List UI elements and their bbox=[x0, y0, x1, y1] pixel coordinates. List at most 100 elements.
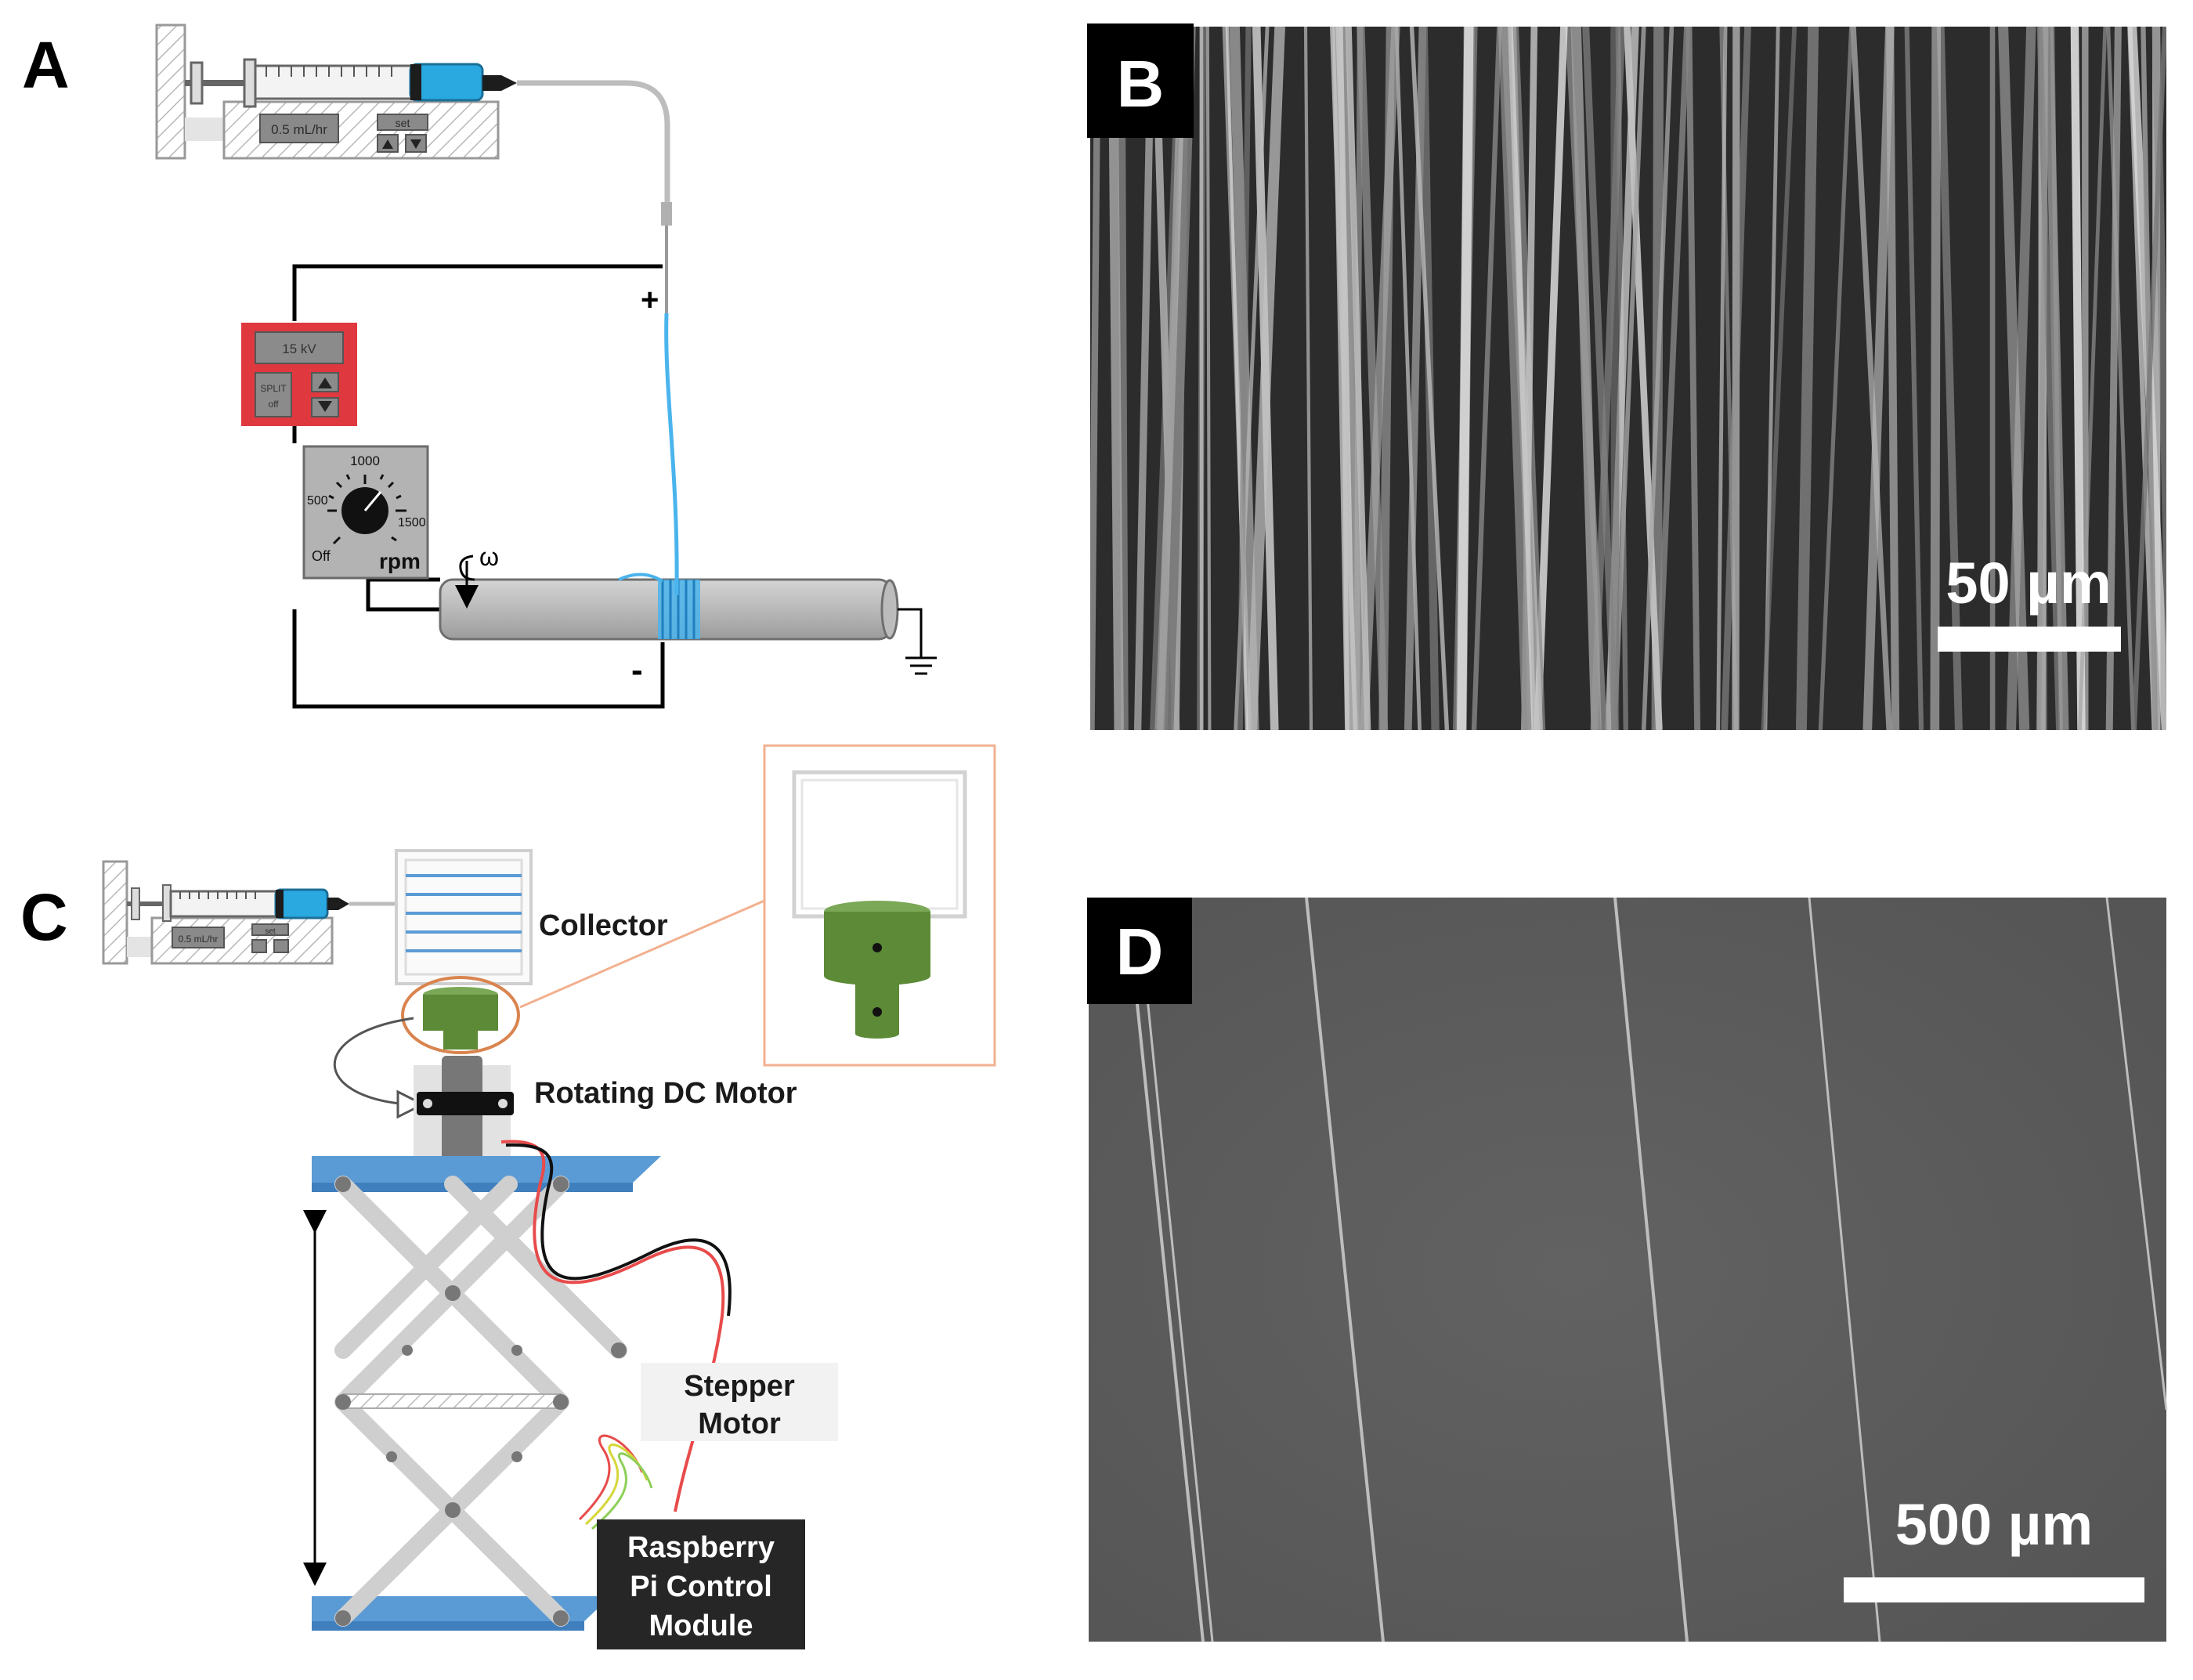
sparse-fibers bbox=[1125, 897, 2168, 1642]
raspberry-pi-box bbox=[597, 1519, 805, 1649]
fiber-strand bbox=[1409, 27, 1450, 730]
pump-button-c: set bbox=[265, 927, 276, 936]
fiber-strand bbox=[1886, 27, 1900, 730]
speed-dial-icon: 1000 500 1500 Off rpm bbox=[302, 445, 429, 580]
panel-b-scale-bar bbox=[1938, 627, 2121, 652]
fiber-strand bbox=[1685, 27, 1701, 730]
fiber-strand bbox=[2105, 27, 2122, 730]
fiber-strand bbox=[1862, 27, 1895, 730]
scissor-lift-icon bbox=[303, 1156, 661, 1631]
fiber-strand bbox=[1471, 27, 1502, 730]
dc-motor-label: Rotating DC Motor bbox=[534, 1077, 797, 1110]
panel-a-letter: A bbox=[22, 28, 70, 102]
fiber-strand bbox=[1237, 27, 1252, 730]
collector-frame bbox=[395, 849, 533, 985]
rotation-arrow-icon: ω bbox=[455, 543, 499, 609]
hv-button-1: SPLIT bbox=[260, 383, 287, 394]
rotating-drum-collector bbox=[439, 573, 899, 641]
collector-label: Collector bbox=[539, 909, 668, 942]
fiber-strand bbox=[2070, 27, 2086, 730]
fiber-strand bbox=[1808, 897, 1881, 1642]
fiber-strand bbox=[1761, 27, 1797, 730]
fiber-strand bbox=[2078, 27, 2108, 730]
fiber-strand bbox=[1570, 27, 1602, 730]
panel-b-scale-label: 50 µm bbox=[1946, 551, 2111, 616]
fiber-strand bbox=[1303, 27, 1313, 730]
fiber-strand bbox=[1498, 27, 1532, 730]
fiber-strand bbox=[2105, 897, 2168, 1411]
dial-label-off: Off bbox=[312, 548, 331, 564]
fiber-strand bbox=[1613, 897, 1689, 1642]
fiber-strand bbox=[1404, 27, 1427, 730]
omega-label: ω bbox=[479, 543, 499, 571]
panel-d-scale-bar bbox=[1844, 1577, 2144, 1602]
fiber-strand bbox=[1252, 27, 1279, 730]
hv-button-2: off bbox=[268, 399, 279, 410]
fiber-strand bbox=[1345, 27, 1371, 730]
fiber-strand bbox=[1610, 27, 1620, 730]
fiber-strand bbox=[1394, 27, 1422, 730]
fiber-strand bbox=[1125, 897, 1205, 1642]
fiber-strand bbox=[2044, 27, 2069, 730]
panel-a: A 0.5 mL/hr set bbox=[22, 23, 937, 709]
fiber-strand bbox=[1136, 897, 1214, 1642]
stepper-label-1: Stepper bbox=[684, 1370, 795, 1403]
panel-c-letter: C bbox=[20, 880, 68, 954]
fiber-strand bbox=[1818, 27, 1854, 730]
fiber-strand bbox=[1357, 27, 1389, 730]
stepper-motor-box bbox=[641, 1363, 838, 1441]
fiber-strand bbox=[1904, 27, 1924, 730]
panel-b: B 50 µm bbox=[1087, 23, 2166, 730]
fiber-strand bbox=[2127, 27, 2157, 730]
fiber-strand bbox=[1133, 27, 1155, 730]
collector-inset bbox=[763, 744, 996, 1067]
fiber-strand bbox=[1612, 27, 1646, 730]
pump-button: set bbox=[396, 117, 410, 129]
fiber-strand bbox=[1359, 27, 1400, 730]
panel-d-label-box bbox=[1087, 898, 1192, 1004]
dc-motor bbox=[414, 1056, 514, 1161]
fiber-strand bbox=[1624, 27, 1663, 730]
syringe-pump-icon: 0.5 mL/hr set bbox=[102, 860, 349, 965]
fiber-strand bbox=[2036, 27, 2049, 730]
fiber-strand bbox=[1930, 27, 1942, 730]
hv-display: 15 kV bbox=[282, 341, 316, 356]
fiber-strand bbox=[1936, 27, 1963, 730]
fiber-strand bbox=[1795, 27, 1819, 730]
fiber-strand bbox=[2106, 27, 2135, 730]
fiber-strand bbox=[1716, 27, 1728, 730]
fiber-strand bbox=[1305, 897, 1385, 1642]
fiber-strand bbox=[1090, 27, 1101, 730]
panel-d-letter: D bbox=[1116, 915, 1164, 988]
fiber-strand bbox=[1457, 27, 1474, 730]
fiber-strand bbox=[1534, 27, 1568, 730]
fiber-strand bbox=[1641, 27, 1675, 730]
panel-d: D 500 µm bbox=[1087, 897, 2168, 1642]
fiber-strand bbox=[1107, 27, 1124, 730]
fiber-strand bbox=[1205, 27, 1212, 730]
panel-d-scale-label: 500 µm bbox=[1895, 1492, 2093, 1557]
fiber-strand bbox=[1164, 27, 1196, 730]
negative-terminal: - bbox=[631, 651, 643, 689]
positive-terminal: + bbox=[641, 283, 659, 317]
rotating-arrow-icon bbox=[333, 1017, 426, 1119]
panel-c: C 0.5 mL/hr set bbox=[20, 744, 996, 1649]
dial-unit: rpm bbox=[379, 549, 421, 573]
syringe-pump-icon: 0.5 mL/hr set bbox=[155, 23, 517, 160]
aligned-fibers bbox=[1090, 27, 2166, 730]
fiber-strand bbox=[1850, 27, 1892, 730]
fiber-strand bbox=[1118, 27, 1129, 730]
fiber-strand bbox=[2131, 27, 2166, 730]
fiber-strand bbox=[1330, 27, 1358, 730]
dial-label-1500: 1500 bbox=[398, 516, 426, 529]
pi-label-3: Module bbox=[649, 1610, 753, 1642]
pump-rate: 0.5 mL/hr bbox=[271, 122, 327, 137]
pi-label-1: Raspberry bbox=[627, 1531, 775, 1564]
fiber-strand bbox=[1998, 27, 2030, 730]
pi-label-2: Pi Control bbox=[630, 1570, 772, 1603]
dial-label-1000: 1000 bbox=[350, 453, 380, 468]
pump-rate-c: 0.5 mL/hr bbox=[179, 934, 219, 945]
fiber-strand bbox=[1721, 27, 1751, 730]
fiber-strand bbox=[2006, 27, 2036, 730]
